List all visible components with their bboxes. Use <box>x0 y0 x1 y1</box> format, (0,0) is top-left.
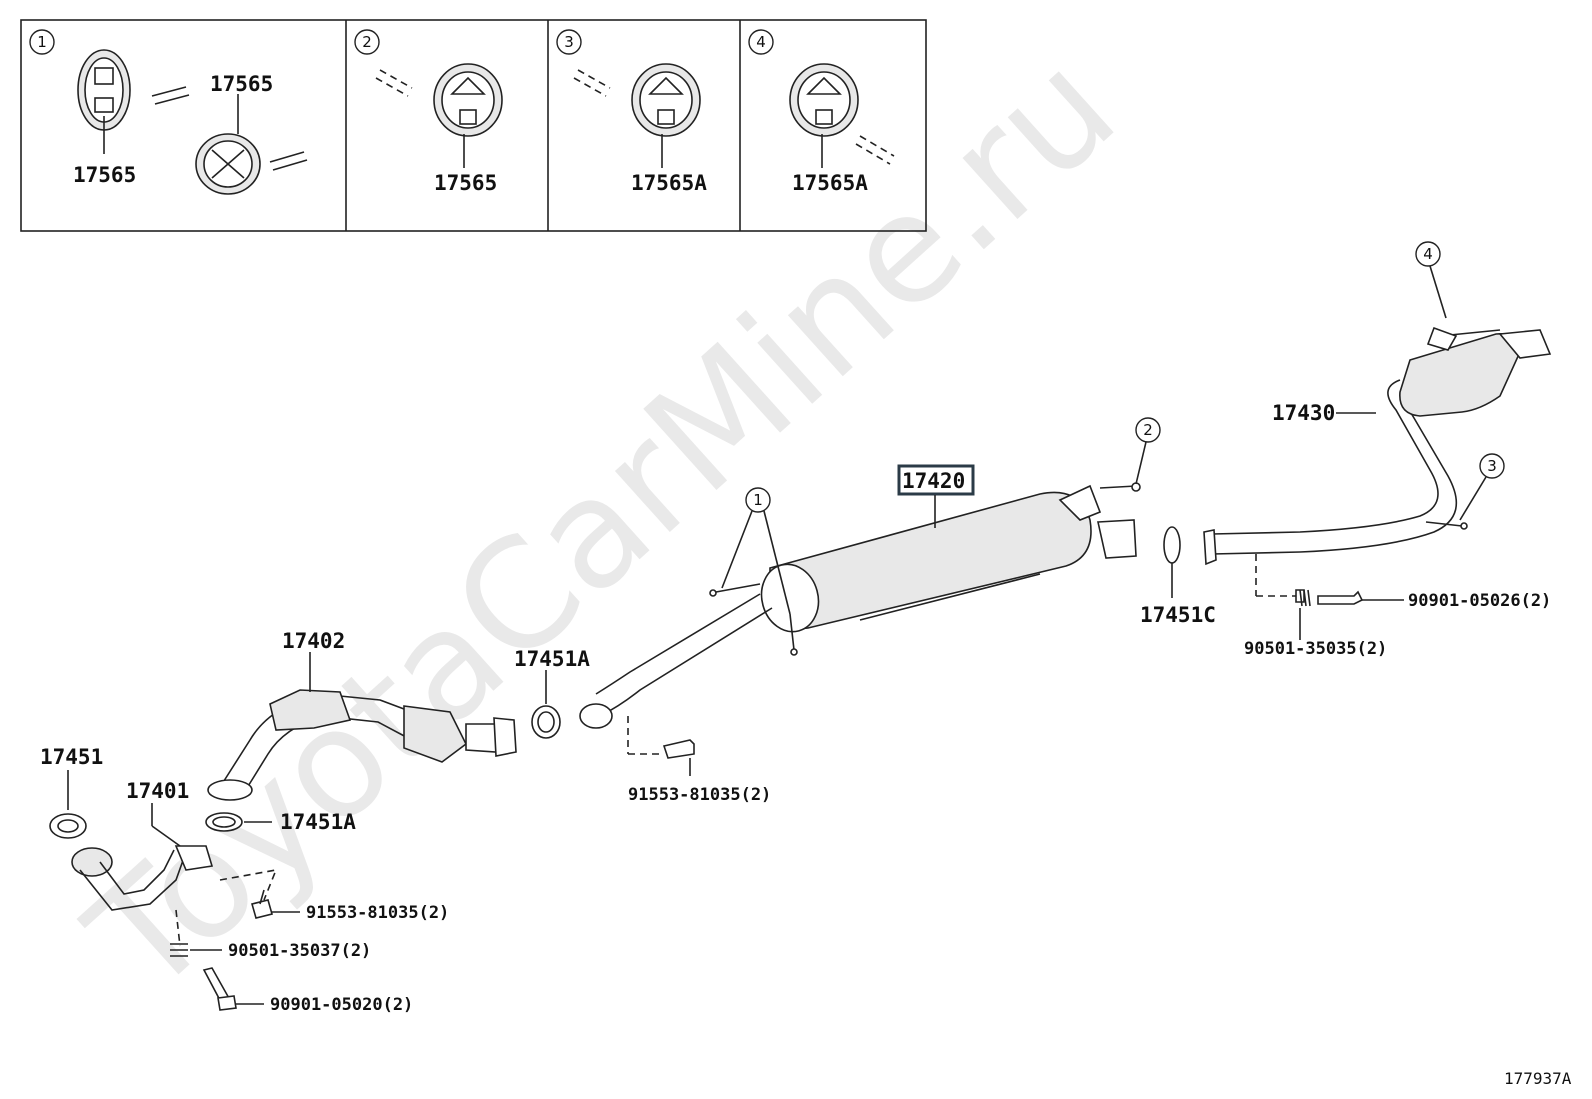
fastener-90501-35035-label: 90501-35035(2) <box>1244 639 1387 659</box>
panel-3-label: 17565A <box>631 171 707 195</box>
part-17420-label: 17420 <box>902 469 965 493</box>
diagram-id: 177937A <box>1504 1069 1572 1088</box>
panel-4: 4 17565A <box>748 29 895 195</box>
panel-1: 1 17565 17565 <box>29 29 308 195</box>
callout-3: 3 <box>1487 457 1497 475</box>
part-17451C-label: 17451C <box>1140 603 1216 627</box>
panel-1-label-top: 17565 <box>210 72 273 96</box>
panel-1-number: 1 <box>37 33 47 51</box>
center-muffler <box>579 482 1141 729</box>
callout-1: 1 <box>753 491 763 509</box>
panel-3-number: 3 <box>564 33 574 51</box>
panel-1-label-bottom: 17565 <box>73 163 136 187</box>
part-17451-label: 17451 <box>40 745 103 769</box>
fastener-91553-81035-mid-label: 91553-81035(2) <box>628 785 771 805</box>
tail-pipe-assembly <box>1203 326 1552 566</box>
panel-3: 3 17565A <box>556 29 707 195</box>
panel-2-label: 17565 <box>434 171 497 195</box>
part-17402-label: 17402 <box>282 629 345 653</box>
fastener-91553-81035-low-label: 91553-81035(2) <box>306 903 449 923</box>
callout-4: 4 <box>1423 245 1433 263</box>
part-17451A-top-label: 17451A <box>514 647 590 671</box>
fastener-90501-35037-label: 90501-35037(2) <box>228 941 371 961</box>
part-17430-label: 17430 <box>1272 401 1335 425</box>
part-17451A-bottom-label: 17451A <box>280 810 356 834</box>
fastener-90901-05026-label: 90901-05026(2) <box>1408 591 1551 611</box>
panel-4-number: 4 <box>756 33 766 51</box>
panel-2: 2 17565 <box>354 29 503 195</box>
panel-4-label: 17565A <box>792 171 868 195</box>
detail-panels: 1 17565 17565 2 <box>20 19 927 232</box>
callout-2: 2 <box>1143 421 1153 439</box>
front-exhaust-pipe <box>71 845 214 911</box>
front-pipe-converter <box>207 689 517 801</box>
part-17401-label: 17401 <box>126 779 189 803</box>
panel-2-number: 2 <box>362 33 372 51</box>
fastener-90901-05020-label: 90901-05020(2) <box>270 995 413 1015</box>
